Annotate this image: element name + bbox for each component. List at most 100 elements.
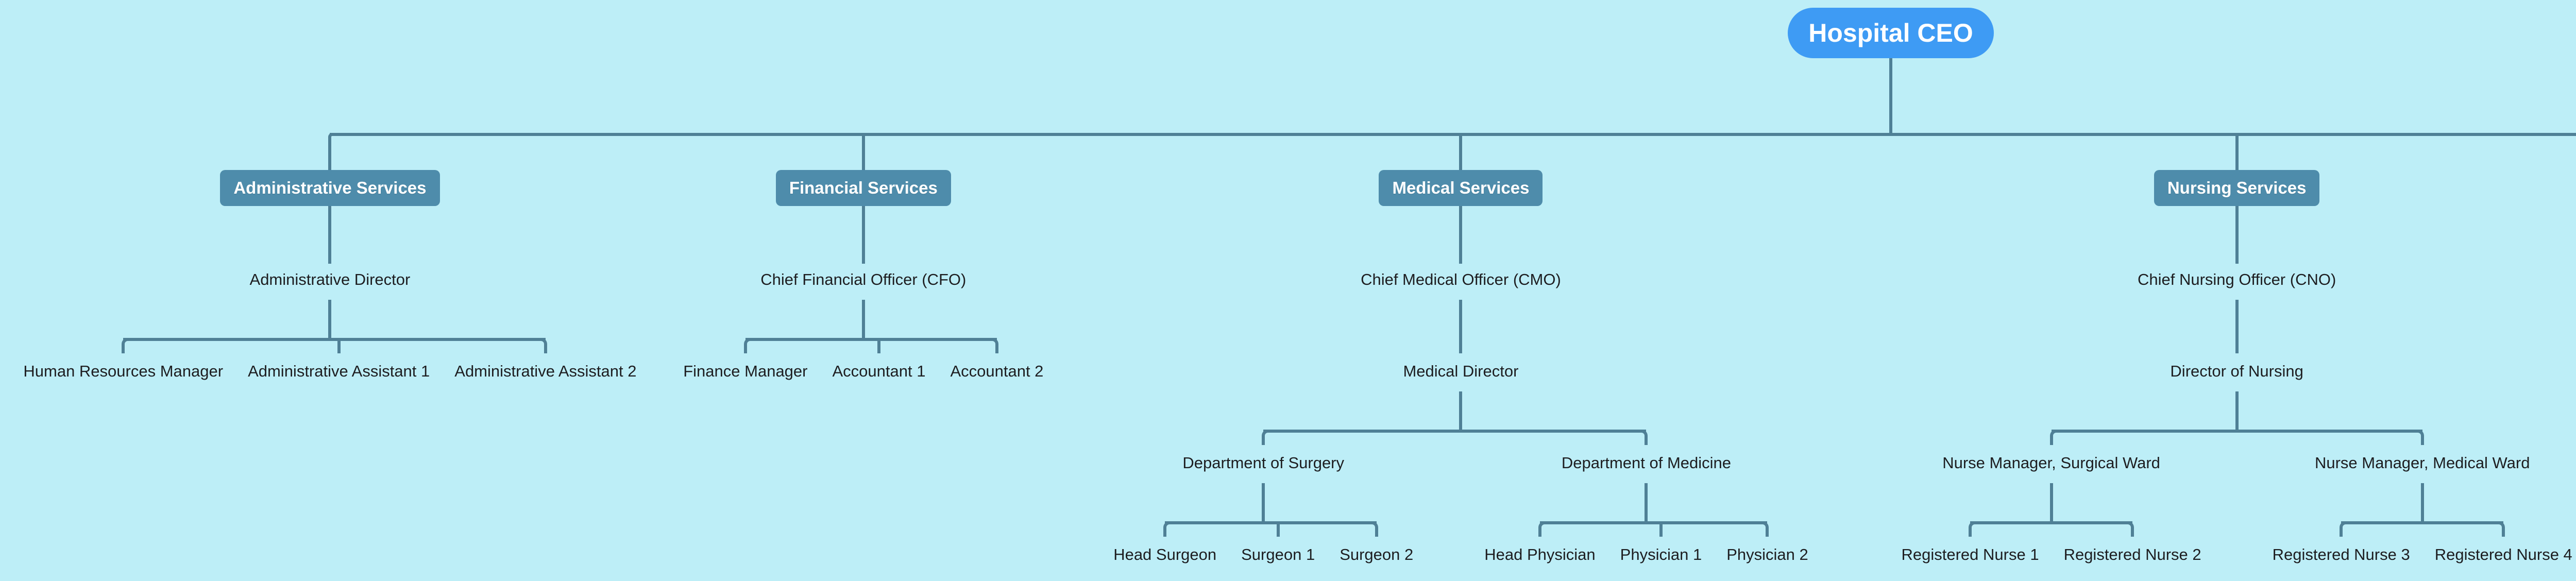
connector-down-line <box>2420 483 2424 521</box>
org-node-director-of-nursing[interactable]: Director of Nursing <box>2170 362 2303 380</box>
org-node-accountant-1[interactable]: Accountant 1 <box>832 362 926 380</box>
org-node-administrative-assistant-2[interactable]: Administrative Assistant 2 <box>454 362 637 380</box>
org-subtree-physician-2: Physician 2 <box>1714 521 1821 565</box>
org-node-medical-director[interactable]: Medical Director <box>1403 362 1519 380</box>
org-subtree-registered-nurse-1: Registered Nurse 1 <box>1889 521 2052 565</box>
org-node-chief-nursing-officer-cno[interactable]: Chief Nursing Officer (CNO) <box>2137 270 2336 288</box>
connector-down-line <box>2235 206 2239 264</box>
connector-down-line <box>328 300 332 338</box>
connector-stub <box>861 133 865 170</box>
connector-down-line <box>861 206 865 264</box>
connector-stub <box>1659 521 1663 537</box>
children-row: Finance Manager Accountant 1 Accountant 2 <box>671 338 1056 381</box>
org-subtree-physician-1: Physician 1 <box>1607 521 1715 565</box>
children-row: Registered Nurse 3 Registered Nurse 4 <box>2260 521 2576 565</box>
org-subtree-administrative-assistant-1: Administrative Assistant 1 <box>235 338 443 381</box>
connector-stub <box>1459 133 1463 170</box>
org-subtree-registered-nurse-4: Registered Nurse 4 <box>2422 521 2576 565</box>
org-node-nurse-manager-surgical-ward[interactable]: Nurse Manager, Surgical Ward <box>1942 454 2160 472</box>
connector-stub <box>1163 521 1175 537</box>
org-node-registered-nurse-4[interactable]: Registered Nurse 4 <box>2434 545 2572 563</box>
connector-stub <box>1636 430 1648 445</box>
connector-stub <box>2494 521 2505 537</box>
org-node-department-of-surgery[interactable]: Department of Surgery <box>1182 454 1345 472</box>
org-subtree-head-surgeon: Head Surgeon <box>1101 521 1229 565</box>
connector-down-line <box>1459 206 1463 264</box>
org-subtree-chief-medical-officer-cmo: Chief Medical Officer (CMO) Medical Direc… <box>1078 264 1844 565</box>
org-subtree-accountant-1: Accountant 1 <box>820 338 938 381</box>
org-node-head-surgeon[interactable]: Head Surgeon <box>1113 545 1217 563</box>
children-row: Head Physician Physician 1 Physician 2 <box>1472 521 1820 565</box>
org-node-surgeon-1[interactable]: Surgeon 1 <box>1241 545 1315 563</box>
org-node-finance-manager[interactable]: Finance Manager <box>683 362 808 380</box>
org-subtree-surgeon-1: Surgeon 1 <box>1229 521 1328 565</box>
org-node-department-of-medicine[interactable]: Department of Medicine <box>1561 454 1732 472</box>
children-row: Chief Nursing Officer (CNO) Director of N… <box>1866 264 2576 565</box>
connector-down-line <box>328 206 332 264</box>
org-subtree-accountant-2: Accountant 2 <box>938 338 1056 381</box>
org-node-nursing-services[interactable]: Nursing Services <box>2154 170 2320 206</box>
org-node-financial-services[interactable]: Financial Services <box>775 170 951 206</box>
connector-down-line <box>2235 300 2239 353</box>
connector-stub <box>337 338 341 353</box>
org-subtree-registered-nurse-2: Registered Nurse 2 <box>2051 521 2214 565</box>
org-node-human-resources-manager[interactable]: Human Resources Manager <box>23 362 224 380</box>
org-node-administrative-director[interactable]: Administrative Director <box>249 270 411 288</box>
connector-down-line <box>1645 483 1648 521</box>
org-node-administrative-assistant-1[interactable]: Administrative Assistant 1 <box>248 362 430 380</box>
connector-stub <box>1757 521 1769 537</box>
children-row: Human Resources Manager Administrative As… <box>11 338 649 381</box>
connector-stub <box>1538 521 1550 537</box>
org-node-registered-nurse-3[interactable]: Registered Nurse 3 <box>2272 545 2410 563</box>
org-node-surgeon-2[interactable]: Surgeon 2 <box>1340 545 1414 563</box>
org-node-chief-medical-officer-cmo[interactable]: Chief Medical Officer (CMO) <box>1361 270 1561 288</box>
children-row: Chief Medical Officer (CMO) Medical Direc… <box>1078 264 1844 565</box>
connector-stub <box>877 338 880 353</box>
connector-stub <box>2049 430 2061 445</box>
org-subtree-surgeon-2: Surgeon 2 <box>1327 521 1426 565</box>
org-node-accountant-2[interactable]: Accountant 2 <box>950 362 1044 380</box>
org-node-chief-financial-officer-cfo[interactable]: Chief Financial Officer (CFO) <box>760 270 967 288</box>
connector-down-line <box>2235 391 2239 430</box>
connector-stub <box>2340 521 2351 537</box>
org-subtree-administrative-assistant-2: Administrative Assistant 2 <box>442 338 649 381</box>
connector-down-line <box>1889 58 1892 133</box>
org-node-head-physician[interactable]: Head Physician <box>1484 545 1596 563</box>
connector-stub <box>1262 430 1274 445</box>
org-subtree-chief-financial-officer-cfo: Chief Financial Officer (CFO) Finance Man… <box>671 264 1056 381</box>
children-row: Chief Financial Officer (CFO) Finance Man… <box>671 264 1056 381</box>
org-subtree-registered-nurse-3: Registered Nurse 3 <box>2260 521 2422 565</box>
org-node-physician-2[interactable]: Physician 2 <box>1726 545 1808 563</box>
connector-stub <box>2235 133 2239 170</box>
org-node-registered-nurse-1[interactable]: Registered Nurse 1 <box>1901 545 2039 563</box>
connector-stub <box>1276 521 1280 537</box>
org-subtree-head-physician: Head Physician <box>1472 521 1608 565</box>
connector-down-line <box>861 300 865 338</box>
org-node-physician-1[interactable]: Physician 1 <box>1620 545 1702 563</box>
org-node-nurse-manager-medical-ward[interactable]: Nurse Manager, Medical Ward <box>2314 454 2530 472</box>
org-node-medical-services[interactable]: Medical Services <box>1379 170 1543 206</box>
connector-stub <box>1969 521 1980 537</box>
connector-stub <box>987 338 998 353</box>
org-node-hospital-ceo[interactable]: Hospital CEO <box>1788 8 1994 58</box>
connector-stub <box>2412 430 2424 445</box>
org-node-administrative-services[interactable]: Administrative Services <box>220 170 440 206</box>
org-node-registered-nurse-2[interactable]: Registered Nurse 2 <box>2063 545 2201 563</box>
connector-stub <box>743 338 755 353</box>
